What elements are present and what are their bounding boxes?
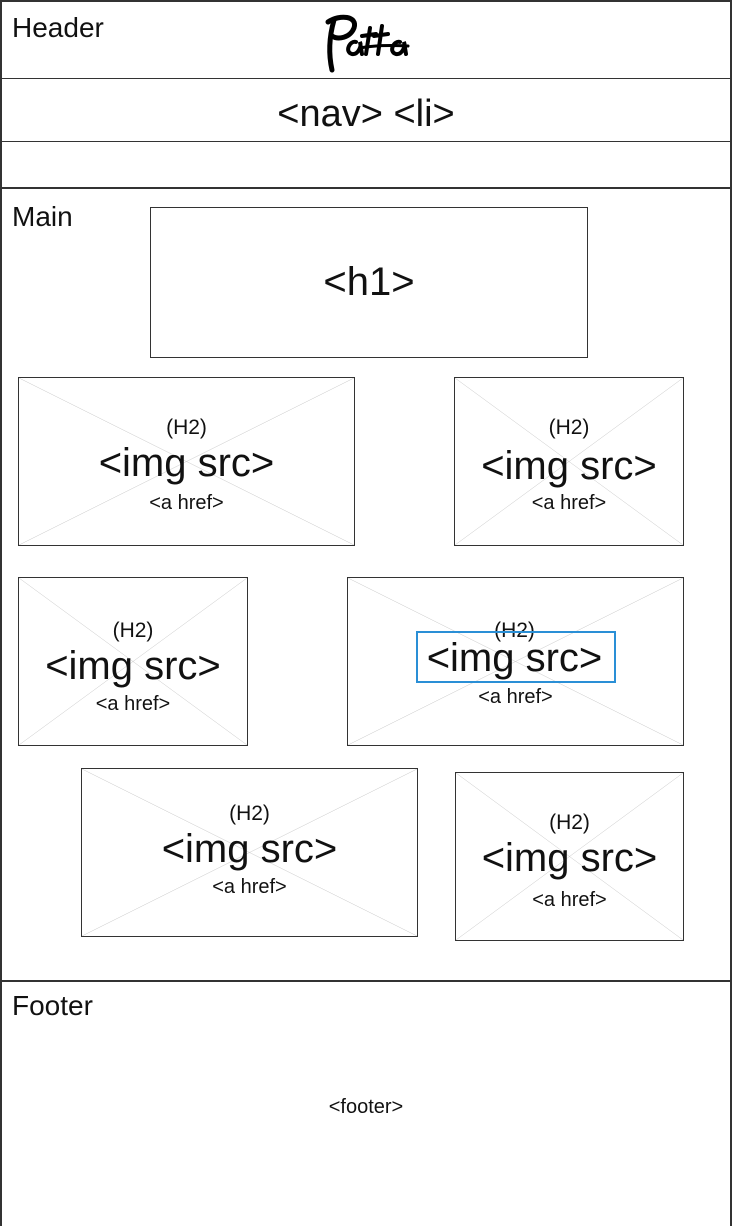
placeholder-cross-icon (456, 773, 683, 940)
card-image-label: <img src> (161, 827, 338, 871)
image-card-2: (H2) <img src> <a href> (454, 377, 684, 546)
placeholder-cross-icon (455, 378, 683, 545)
card-image-label: <img src> (45, 644, 221, 688)
card-link[interactable]: <a href> (531, 492, 607, 514)
card-heading: (H2) (548, 416, 590, 439)
h1-text: <h1> (323, 260, 415, 304)
card-image-label: <img src> (481, 444, 657, 488)
patta-logo (325, 14, 410, 73)
h1-placeholder: <h1> (150, 207, 588, 358)
footer-placeholder: <footer> (328, 1096, 404, 1118)
main-label: Main (12, 201, 73, 232)
image-card-1: (H2) <img src> <a href> (18, 377, 355, 546)
footer-label: Footer (12, 990, 93, 1021)
card-image-label: <img src> (426, 636, 603, 680)
card-heading: (H2) (112, 619, 154, 642)
image-card-6: (H2) <img src> <a href> (455, 772, 684, 941)
card-heading: (H2) (166, 416, 207, 439)
card-link[interactable]: <a href> (95, 693, 171, 715)
frame-left-border (0, 0, 2, 1226)
card-heading: (H2) (494, 619, 535, 642)
card-link[interactable]: <a href> (532, 889, 607, 911)
image-card-4: (H2) <img src> <a href> (347, 577, 684, 746)
placeholder-cross-icon (82, 769, 417, 936)
footer-divider (0, 980, 732, 982)
placeholder-cross-icon (19, 578, 247, 745)
frame-right-border (730, 0, 732, 1226)
header-divider (0, 78, 732, 79)
image-card-3: (H2) <img src> <a href> (18, 577, 248, 746)
nav-divider (0, 141, 732, 142)
card-image-label: <img src> (481, 836, 658, 880)
image-card-5: (H2) <img src> <a href> (81, 768, 418, 937)
selection-highlight (416, 631, 616, 683)
placeholder-cross-icon (19, 378, 354, 545)
card-link[interactable]: <a href> (478, 686, 553, 708)
placeholder-cross-icon (348, 578, 683, 745)
card-link[interactable]: <a href> (149, 492, 224, 514)
card-heading: (H2) (549, 811, 590, 834)
frame-top-border (0, 0, 732, 2)
nav-placeholder: <nav> <li> (277, 93, 455, 135)
card-image-label: <img src> (98, 441, 275, 485)
header-label: Header (12, 12, 104, 43)
main-divider (0, 187, 732, 189)
card-heading: (H2) (229, 802, 270, 825)
card-link[interactable]: <a href> (212, 876, 287, 898)
